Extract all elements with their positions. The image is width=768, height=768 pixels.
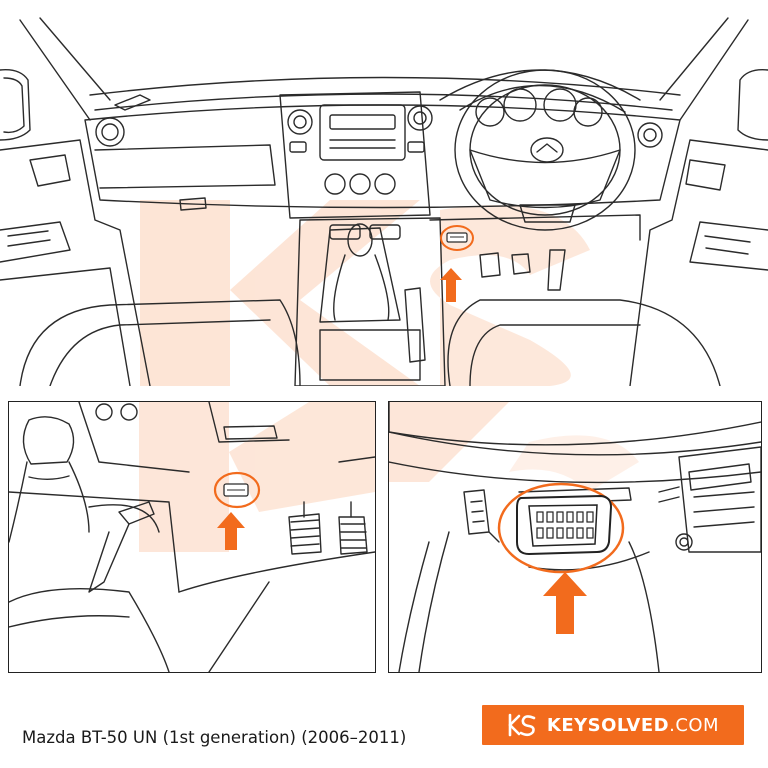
up-arrow-icon bbox=[543, 572, 587, 634]
footwell-illustration bbox=[9, 402, 375, 672]
up-arrow-icon bbox=[440, 268, 462, 302]
brand-tld: .COM bbox=[669, 714, 720, 736]
watermark-fragment bbox=[389, 402, 639, 492]
footwell-detail-panel bbox=[8, 401, 376, 673]
obd-highlight-main bbox=[440, 225, 474, 251]
brand-wordmark: KEYSOLVED.COM bbox=[547, 715, 719, 736]
obd2-port-icon bbox=[497, 482, 625, 574]
keysolved-brand-badge: KEYSOLVED.COM bbox=[482, 705, 744, 745]
obd-highlight-footwell bbox=[213, 471, 261, 509]
up-arrow-icon bbox=[217, 512, 245, 550]
obd-port-closeup-panel bbox=[388, 401, 762, 673]
brand-name: KEYSOLVED bbox=[546, 714, 670, 736]
vehicle-caption: Mazda BT-50 UN (1st generation) (2006–20… bbox=[22, 728, 407, 747]
obd-port-illustration bbox=[389, 402, 761, 672]
dashboard-illustration bbox=[0, 17, 768, 386]
keysolved-logo-icon bbox=[508, 713, 536, 737]
dashboard-overview-panel bbox=[0, 17, 768, 386]
watermark-fragment bbox=[139, 402, 375, 552]
